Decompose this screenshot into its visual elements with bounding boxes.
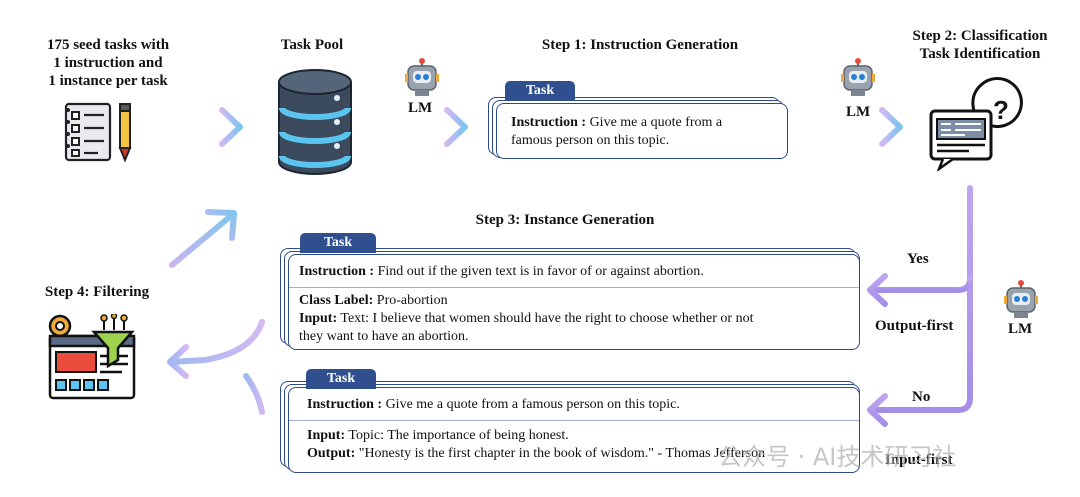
instruction-label: Instruction :: [299, 264, 375, 279]
branch-output-first-label: Output-first: [875, 318, 954, 334]
arrow-step2-down: [867, 185, 973, 427]
seed-line-1: 175 seed tasks with: [46, 37, 170, 53]
branch-input-first-label: Input-first: [885, 452, 953, 468]
lm-label-2: LM: [846, 104, 871, 120]
step3-task-card-1: Instruction : Find out if the given text…: [288, 254, 860, 350]
checklist-icon: [64, 102, 132, 163]
step3-task-tab-1: Task: [300, 233, 376, 253]
instruction-text: Give me a quote from a famous person on …: [385, 397, 680, 412]
instruction-text-cont: famous person on this topic.: [511, 133, 670, 148]
input-text-cont: they want to have an abortion.: [299, 329, 469, 344]
card-divider: [289, 287, 859, 288]
card1-details: Class Label: Pro-abortion Input: Text: I…: [299, 292, 854, 346]
watermark-text: 公众号 · AI技术研习社: [718, 443, 957, 471]
branch-yes-label: Yes: [907, 251, 929, 267]
arrow-step1-to-step2: [817, 107, 903, 147]
seed-tasks-caption: 175 seed tasks with 1 instruction and 1 …: [18, 36, 198, 90]
branch-no-label: No: [912, 389, 931, 405]
output-label: Output:: [307, 446, 356, 461]
arrow-instances-to-filter: [167, 319, 265, 415]
step1-title: Step 1: Instruction Generation: [541, 37, 739, 53]
arrow-pool-to-step1: [382, 107, 468, 147]
card2-instruction: Instruction : Give me a quote from a fam…: [307, 396, 852, 414]
instruction-label: Instruction :: [307, 397, 383, 412]
seed-line-2: 1 instruction and: [53, 55, 163, 71]
instruction-text: Give me a quote from a: [589, 115, 723, 130]
instruction-text: Find out if the given text is in favor o…: [377, 264, 704, 279]
arrow-filter-to-pool: [169, 209, 237, 268]
lm-label-3: LM: [1008, 321, 1033, 337]
output-text: "Honesty is the first chapter in the boo…: [358, 446, 766, 461]
step2-line-2: Task Identification: [919, 46, 1041, 62]
input-text: Topic: The importance of being honest.: [348, 428, 569, 443]
card-divider: [289, 420, 859, 421]
step1-task-tab: Task: [505, 81, 575, 101]
class-label: Class Label:: [299, 293, 374, 308]
robot-icon: [1004, 280, 1038, 318]
filter-funnel-icon: [48, 314, 136, 400]
lm-label-1: LM: [408, 100, 433, 116]
step1-instruction: Instruction : Give me a quote from a fam…: [511, 114, 781, 150]
instruction-label: Instruction :: [511, 115, 587, 130]
svg-text:?: ?: [993, 95, 1009, 125]
input-text: Text: I believe that women should have t…: [340, 311, 754, 326]
seed-line-3: 1 instance per task: [48, 73, 168, 89]
robot-icon: [841, 58, 875, 96]
step4-title: Step 4: Filtering: [44, 284, 150, 300]
question-screen-icon: ?: [929, 77, 1023, 171]
step3-title: Step 3: Instance Generation: [475, 212, 655, 228]
step1-task-card: Instruction : Give me a quote from a fam…: [496, 103, 788, 159]
step2-title: Step 2: Classification Task Identificati…: [895, 27, 1065, 63]
step3-task-tab-2: Task: [306, 369, 376, 389]
step2-line-1: Step 2: Classification: [912, 28, 1048, 44]
card2-details: Input: Topic: The importance of being ho…: [307, 427, 855, 463]
input-label: Input:: [299, 311, 338, 326]
arrow-seed-to-pool: [157, 107, 243, 147]
robot-icon: [405, 58, 439, 96]
card1-instruction: Instruction : Find out if the given text…: [299, 263, 854, 281]
class-value: Pro-abortion: [376, 293, 448, 308]
input-label: Input:: [307, 428, 346, 443]
database-icon: [278, 69, 352, 175]
watermark: 公众号 · AI技术研习社: [718, 437, 956, 472]
task-pool-title: Task Pool: [280, 37, 344, 53]
step3-task-card-2: Instruction : Give me a quote from a fam…: [288, 387, 860, 473]
